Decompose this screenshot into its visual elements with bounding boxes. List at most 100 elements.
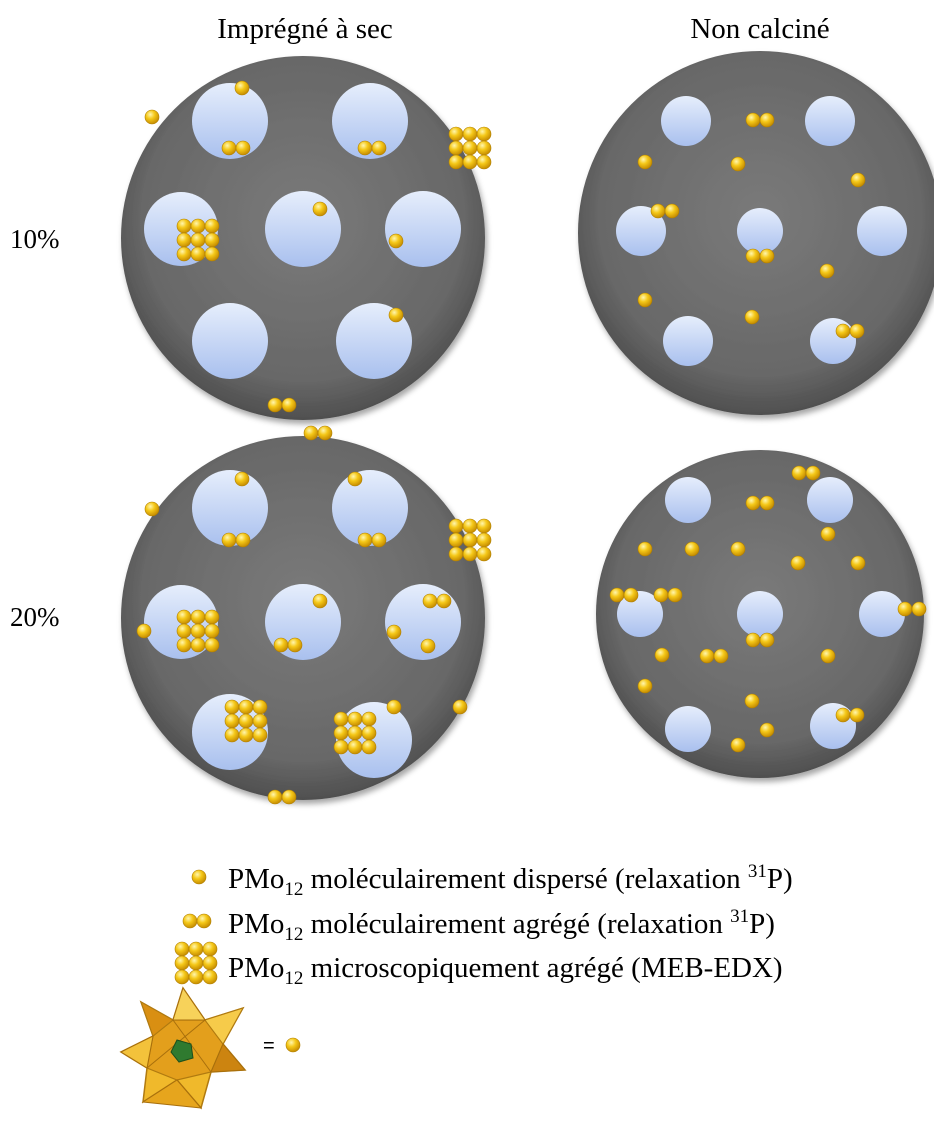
particle-pair — [221, 532, 251, 548]
particle — [238, 727, 254, 743]
pore — [385, 191, 461, 267]
particle — [204, 232, 220, 248]
particle — [448, 154, 464, 170]
particle — [202, 941, 218, 957]
single-particle — [730, 541, 746, 557]
particle — [224, 727, 240, 743]
particle — [897, 601, 913, 617]
particle — [190, 218, 206, 234]
particle — [267, 789, 283, 805]
particle-cluster — [176, 218, 220, 262]
particle — [462, 546, 478, 562]
particle — [462, 532, 478, 548]
particle — [174, 969, 190, 985]
particle — [221, 140, 237, 156]
pore — [336, 303, 412, 379]
particle — [759, 248, 775, 264]
pore — [737, 208, 783, 254]
particle-cluster — [333, 711, 377, 755]
particle — [361, 725, 377, 741]
single-particle — [637, 292, 653, 308]
single-particle — [820, 648, 836, 664]
pore — [857, 206, 907, 256]
particle — [190, 232, 206, 248]
particle — [371, 532, 387, 548]
pore — [810, 318, 856, 364]
particle — [238, 713, 254, 729]
single-particle — [386, 624, 402, 640]
pore — [665, 477, 711, 523]
single-particle — [850, 555, 866, 571]
particle — [805, 465, 821, 481]
row-label-20: 20% — [10, 602, 60, 632]
particle-pair — [745, 632, 775, 648]
particle-pair — [699, 648, 729, 664]
particle — [190, 609, 206, 625]
pore — [192, 83, 268, 159]
single-particle — [744, 693, 760, 709]
pore — [265, 191, 341, 267]
particle — [462, 154, 478, 170]
particle — [267, 397, 283, 413]
particle-pair — [791, 465, 821, 481]
particle — [347, 739, 363, 755]
particle-cluster — [448, 518, 492, 562]
single-particle — [144, 501, 160, 517]
particle-pair — [835, 707, 865, 723]
pore — [661, 96, 711, 146]
particle — [190, 623, 206, 639]
single-particle — [386, 699, 402, 715]
pore — [665, 706, 711, 752]
single-particle — [744, 309, 760, 325]
particle — [347, 711, 363, 727]
particle — [174, 941, 190, 957]
pore — [663, 316, 713, 366]
particle — [371, 140, 387, 156]
particle-pair — [835, 323, 865, 339]
particle — [448, 140, 464, 156]
single-particle — [684, 541, 700, 557]
particle — [653, 587, 669, 603]
particle — [235, 140, 251, 156]
particle-pair — [609, 587, 639, 603]
particle — [357, 140, 373, 156]
particles-layer — [136, 80, 927, 805]
particle — [835, 323, 851, 339]
particle — [667, 587, 683, 603]
single-particle — [312, 593, 328, 609]
particle-pair — [273, 637, 303, 653]
particle — [221, 532, 237, 548]
single-particle — [790, 555, 806, 571]
particle-pair — [267, 397, 297, 413]
single-particle — [285, 1037, 301, 1053]
particle — [448, 126, 464, 142]
particle — [791, 465, 807, 481]
particle — [745, 112, 761, 128]
particle — [188, 941, 204, 957]
particle — [835, 707, 851, 723]
column-title-left: Imprégné à sec — [217, 13, 393, 45]
particle — [224, 713, 240, 729]
particle — [476, 126, 492, 142]
particle — [287, 637, 303, 653]
particle — [176, 218, 192, 234]
particle — [204, 218, 220, 234]
particle — [202, 969, 218, 985]
particle — [448, 532, 464, 548]
particle — [281, 789, 297, 805]
particle-cluster — [174, 941, 218, 985]
particle — [174, 955, 190, 971]
particle-cluster — [448, 126, 492, 170]
particle — [623, 587, 639, 603]
keggin-structure-icon — [119, 986, 247, 1110]
pore — [192, 470, 268, 546]
pore — [616, 206, 666, 256]
particle — [333, 739, 349, 755]
particle — [462, 126, 478, 142]
particle — [436, 593, 452, 609]
single-particle — [347, 471, 363, 487]
particle — [188, 955, 204, 971]
pore — [336, 702, 412, 778]
particle — [462, 518, 478, 534]
equivalence-sign: = — [263, 1035, 275, 1057]
